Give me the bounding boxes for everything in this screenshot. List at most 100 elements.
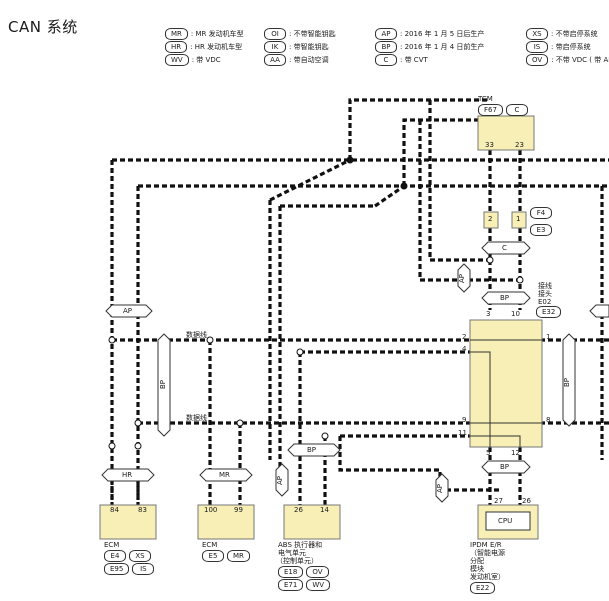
ecm-hr-name: ECM bbox=[104, 541, 120, 549]
jc-pin: 5 bbox=[486, 449, 491, 457]
legend-text: : 带智能钥匙 bbox=[289, 43, 329, 51]
ipdm-name: 模块 bbox=[470, 565, 484, 573]
jc-pin: 1 bbox=[546, 333, 551, 341]
connector-code: E71 bbox=[278, 579, 304, 591]
legend-item: WV: 带 VDC bbox=[165, 54, 221, 66]
tag-right-cut bbox=[589, 304, 609, 318]
tag-label-bp: BP bbox=[563, 377, 572, 388]
joint-pin: 2 bbox=[488, 215, 493, 223]
data-line-label: 数据线 bbox=[186, 331, 207, 339]
splice-point bbox=[400, 182, 408, 190]
tag-bp-top bbox=[481, 291, 531, 305]
tag-c bbox=[481, 241, 531, 255]
connector-point bbox=[134, 442, 142, 450]
ecm-mr-name: ECM bbox=[202, 541, 218, 549]
legend-code: HR bbox=[165, 41, 188, 53]
connector-points bbox=[108, 256, 524, 450]
ecm-pin: 84 bbox=[110, 506, 119, 514]
legend-code: IK bbox=[264, 41, 286, 53]
tag-label-mr: MR bbox=[219, 471, 230, 479]
legend-code: AP bbox=[375, 28, 397, 40]
connector-code: E95 bbox=[104, 563, 130, 575]
can-wire bbox=[348, 98, 490, 160]
joint-pin-box bbox=[511, 211, 527, 229]
tag-label-ap: AP bbox=[458, 273, 467, 284]
abs-name: ABS 执行器和 bbox=[278, 541, 323, 549]
connector-point bbox=[516, 276, 524, 284]
legend-item: OV: 不带 VDC ( 带 AB bbox=[526, 54, 609, 66]
connector-point bbox=[108, 442, 116, 450]
tag-label-ap: AP bbox=[123, 307, 133, 315]
abs-name: 电气单元 bbox=[278, 549, 306, 557]
abs-name: （控制单元） bbox=[276, 557, 318, 565]
page-title: CAN 系统 bbox=[8, 18, 78, 36]
legend-code: C bbox=[375, 54, 397, 66]
legend-code: BP bbox=[375, 41, 397, 53]
legend-text: : 带启停系统 bbox=[551, 43, 591, 51]
ecm-pin: 99 bbox=[234, 506, 243, 514]
ecm-hr-box bbox=[99, 504, 157, 540]
jc-pin: 8 bbox=[546, 416, 551, 424]
tcm-box bbox=[477, 115, 535, 151]
tag-label-ap: AP bbox=[276, 475, 285, 486]
legend-item: C: 带 CVT bbox=[375, 54, 428, 66]
connector-point bbox=[108, 336, 116, 344]
abs-pin: 14 bbox=[320, 506, 329, 514]
tag-label-bp: BP bbox=[500, 294, 510, 302]
joint-pin-box bbox=[483, 211, 499, 229]
legend-code: MR bbox=[165, 28, 188, 40]
tag-bp-abs bbox=[287, 443, 341, 457]
jc-connector: E32 bbox=[536, 306, 564, 318]
connector-code: E5 bbox=[202, 550, 224, 562]
condition-code: WV bbox=[306, 579, 331, 591]
abs-pin: 26 bbox=[294, 506, 303, 514]
ipdm-name: IPDM E/R bbox=[470, 541, 502, 549]
ipdm-pin: 27 bbox=[494, 497, 503, 505]
tag-label-ap: AP bbox=[436, 483, 445, 494]
tag-ap-abs bbox=[275, 463, 289, 497]
can-wire bbox=[428, 100, 490, 262]
legend-text: : 带自动空调 bbox=[289, 56, 329, 64]
legend-text: : 带 CVT bbox=[400, 56, 428, 64]
condition-code: IS bbox=[132, 563, 155, 575]
tag-bp-right bbox=[562, 333, 576, 427]
condition-code: XS bbox=[129, 550, 151, 562]
tag-ap-mid bbox=[457, 263, 471, 293]
internal-link bbox=[470, 435, 521, 447]
abs-box bbox=[283, 504, 341, 540]
ipdm-name: （智能电源 bbox=[470, 549, 505, 557]
legend-code: XS bbox=[526, 28, 548, 40]
internal-link bbox=[470, 351, 491, 447]
connector-point bbox=[134, 419, 142, 427]
legend-item: IK: 带智能钥匙 bbox=[264, 41, 329, 53]
connector-code: F67 bbox=[478, 104, 503, 116]
jc-pin: 2 bbox=[462, 333, 467, 341]
legend-code: OI bbox=[264, 28, 286, 40]
ipdm-name: 发动机室） bbox=[470, 573, 505, 581]
tcm-name: TCM bbox=[478, 95, 493, 103]
jc-pin: 11 bbox=[458, 429, 467, 437]
ipdm-name: 分配 bbox=[470, 557, 484, 565]
joint-conn: E3 bbox=[530, 224, 555, 236]
jc-label: E02 bbox=[538, 298, 552, 306]
legend-text: : 2016 年 1 月 4 日前生产 bbox=[400, 43, 485, 51]
tcm-pin: 23 bbox=[515, 141, 524, 149]
tcm-pin: 33 bbox=[485, 141, 494, 149]
can-wire bbox=[402, 118, 520, 186]
joint-conn: F4 bbox=[530, 207, 555, 219]
connector-point bbox=[236, 419, 244, 427]
legend-text: : MR 发动机车型 bbox=[190, 30, 244, 38]
legend-item: IS: 带启停系统 bbox=[526, 41, 591, 53]
can-wire bbox=[269, 158, 351, 202]
connector-code: E22 bbox=[470, 582, 496, 594]
tag-label-bp: BP bbox=[307, 446, 317, 454]
legend-item: AA: 带自动空调 bbox=[264, 54, 329, 66]
jc-pin: 4 bbox=[462, 345, 467, 353]
connector-code: E4 bbox=[104, 550, 126, 562]
legend-code: IS bbox=[526, 41, 548, 53]
